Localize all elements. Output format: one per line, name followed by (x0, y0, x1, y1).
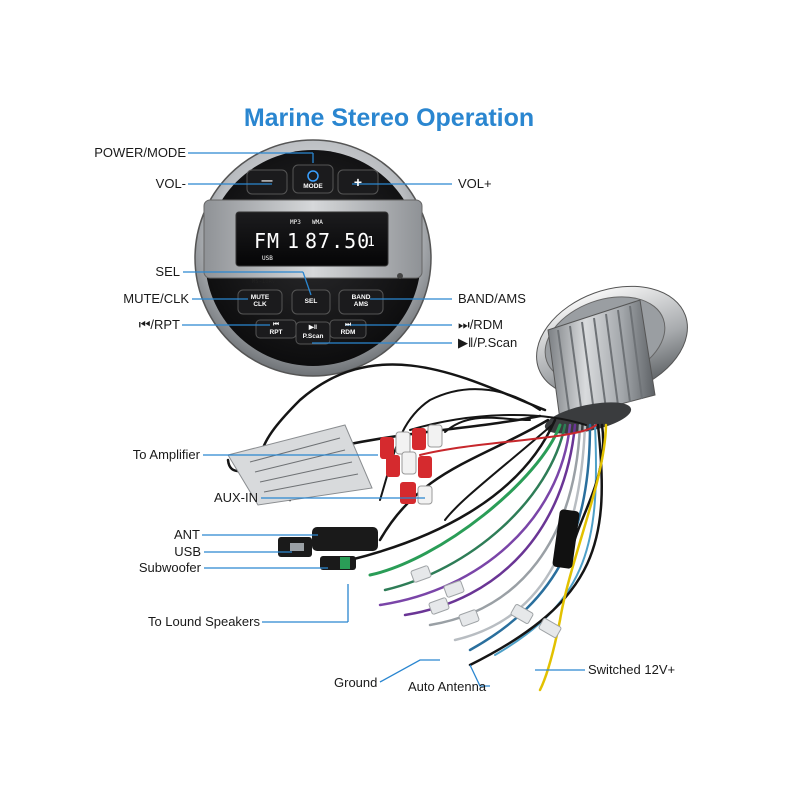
ams-key: AMS (353, 301, 369, 308)
label-band-ams: BAND/AMS (458, 291, 526, 306)
label-prev-rpt: ⏮/RPT (138, 317, 180, 332)
label-ground: Ground (334, 675, 378, 690)
clk-key: CLK (253, 301, 267, 308)
display-band: FM (254, 229, 281, 253)
head-unit-keys (237, 164, 384, 345)
display-mp3: MP3 (290, 219, 301, 226)
vol-down-key: — (261, 175, 273, 187)
label-usb: USB (174, 544, 201, 559)
label-sel: SEL (155, 264, 180, 279)
label-subwoofer: Subwoofer (138, 560, 201, 575)
label-vol-plus: VOL+ (458, 176, 492, 191)
diagram-title: Marine Stereo Operation (243, 104, 535, 132)
leader-lines (182, 152, 585, 687)
vol-up-key: + (353, 174, 363, 190)
rear-housing (536, 285, 688, 434)
wiring-label-card (227, 424, 373, 506)
label-mute-clk: MUTE/CLK (123, 291, 189, 306)
label-to-amplifier: To Amplifier (132, 447, 200, 462)
display-usb: USB (262, 255, 273, 262)
label-vol-minus: VOL- (155, 176, 186, 191)
mute-key: MUTE (250, 294, 270, 301)
play-pause-key-icon: ▶‖ (308, 324, 318, 331)
display-indicator: 1 (367, 235, 375, 250)
prev-key-icon: ⏮ (273, 321, 279, 328)
aux-connectors (278, 527, 378, 570)
label-to-speakers: To Lound Speakers (147, 614, 260, 629)
sel-key: SEL (304, 298, 318, 305)
label-ant: ANT (174, 527, 200, 542)
rca-connectors (380, 424, 443, 505)
model-number: MS-10RV (252, 279, 276, 285)
pscan-key: P.Scan (302, 333, 324, 340)
label-play-pscan: ▶‖/P.Scan (458, 335, 518, 350)
display-wma: WMA (312, 219, 323, 226)
display-frequency: 87.50 (305, 229, 371, 253)
label-aux-in: AUX-IN (213, 490, 258, 505)
label-power-mode: POWER/MODE (94, 145, 186, 160)
inline-fuse (552, 509, 580, 569)
wire-harness (226, 363, 608, 692)
display-preset-digit: 1 (287, 229, 300, 253)
wire-tags (410, 565, 562, 638)
rpt-key: RPT (269, 329, 283, 336)
next-key-icon: ⏭ (345, 321, 351, 328)
label-auto-antenna: Auto Antenna (408, 679, 487, 694)
mode-key: MODE (303, 183, 323, 190)
band-key: BAND (351, 294, 371, 301)
label-next-rdm: ⏭/RDM (458, 317, 503, 332)
rdm-key: RDM (340, 329, 356, 336)
label-switched-12v: Switched 12V+ (588, 662, 676, 677)
